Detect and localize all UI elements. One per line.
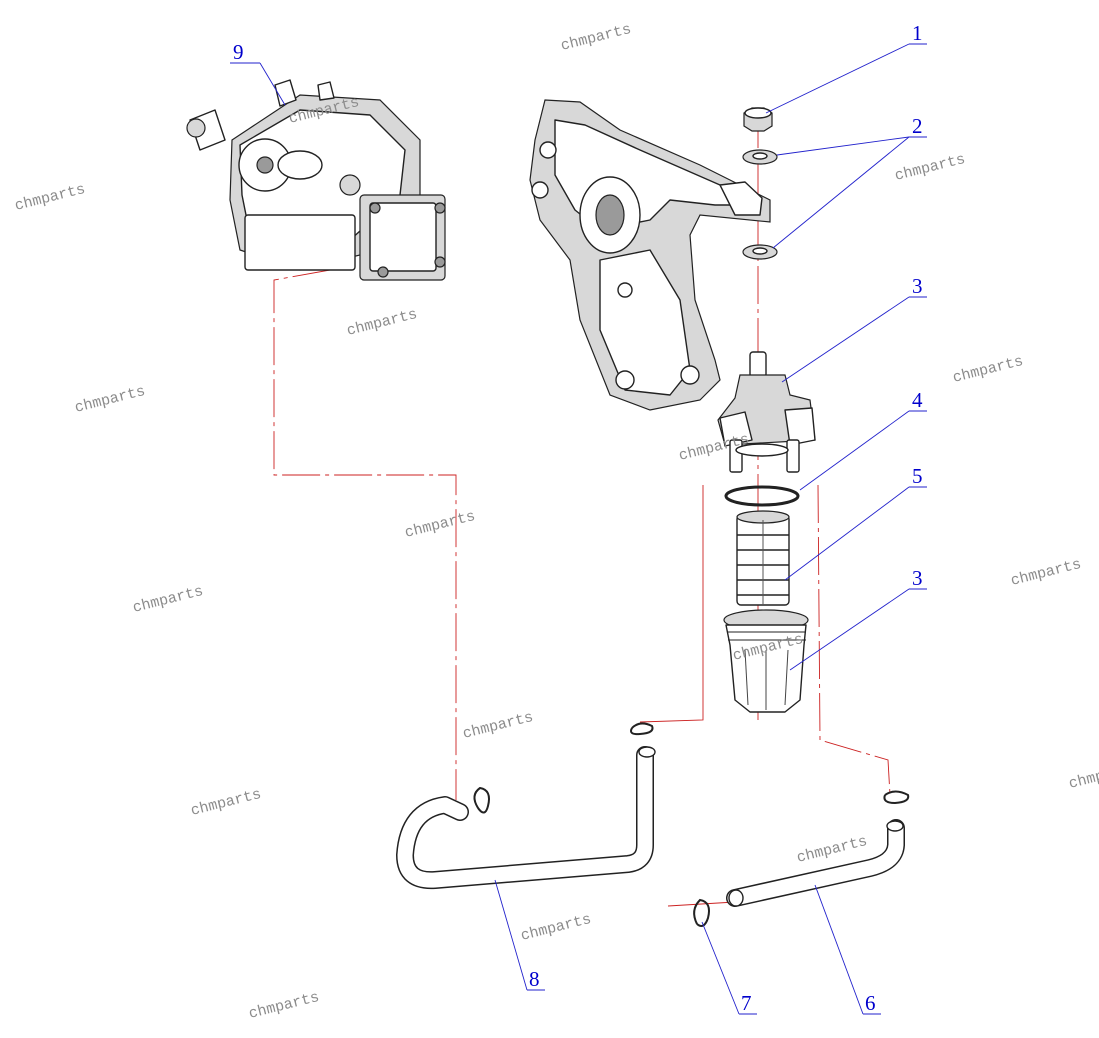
- callout-3-bowl: 3: [912, 566, 923, 590]
- watermark: chmparts: [189, 786, 263, 820]
- callout-2: 2: [912, 114, 923, 138]
- nut-part-1: [743, 107, 773, 132]
- filter-head-part-3: [717, 351, 816, 473]
- callout-7: 7: [741, 991, 752, 1015]
- callout-4: 4: [912, 388, 923, 412]
- watermark: chmparts: [519, 911, 593, 945]
- watermark: chmparts: [247, 989, 321, 1023]
- callout-8: 8: [529, 967, 540, 991]
- intake-bracket-housing: [529, 99, 771, 411]
- watermark: chmparts: [893, 151, 967, 185]
- fuel-hose-part-8: [396, 746, 656, 890]
- leader-lines: [259, 43, 910, 1015]
- watermark: chmparts: [1009, 556, 1083, 590]
- hose-clip-part-7-right: [883, 790, 910, 805]
- filter-bowl-part-3: [723, 609, 809, 713]
- hose-clip-part-7-upper: [630, 722, 654, 736]
- washer-part-2-upper: [742, 149, 778, 165]
- filter-element-part-5: [736, 510, 790, 606]
- callout-underlines: [230, 43, 927, 1015]
- hose-clip-part-7-left: [473, 786, 490, 814]
- callout-5: 5: [912, 464, 923, 488]
- fuel-hose-part-6: [726, 819, 905, 907]
- callout-1: 1: [912, 21, 923, 45]
- watermark: chmparts: [1067, 759, 1099, 793]
- carburetor-part-9: [186, 79, 446, 281]
- watermark: chmparts: [951, 353, 1025, 387]
- watermark: chmparts: [345, 306, 419, 340]
- o-ring-part-4: [724, 485, 800, 507]
- watermark: chmparts: [403, 508, 477, 542]
- watermark: chmparts: [73, 383, 147, 417]
- washer-part-2-lower: [742, 244, 778, 260]
- callout-6: 6: [865, 991, 876, 1015]
- callout-3-head: 3: [912, 274, 923, 298]
- watermark: chmparts: [131, 583, 205, 617]
- callout-9: 9: [233, 40, 244, 64]
- watermark: chmparts: [461, 709, 535, 743]
- watermark: chmparts: [559, 21, 633, 55]
- callout-labels: 1 2 3 4 5 3 7 6 8 9: [233, 21, 923, 1015]
- watermark: chmparts: [13, 181, 87, 215]
